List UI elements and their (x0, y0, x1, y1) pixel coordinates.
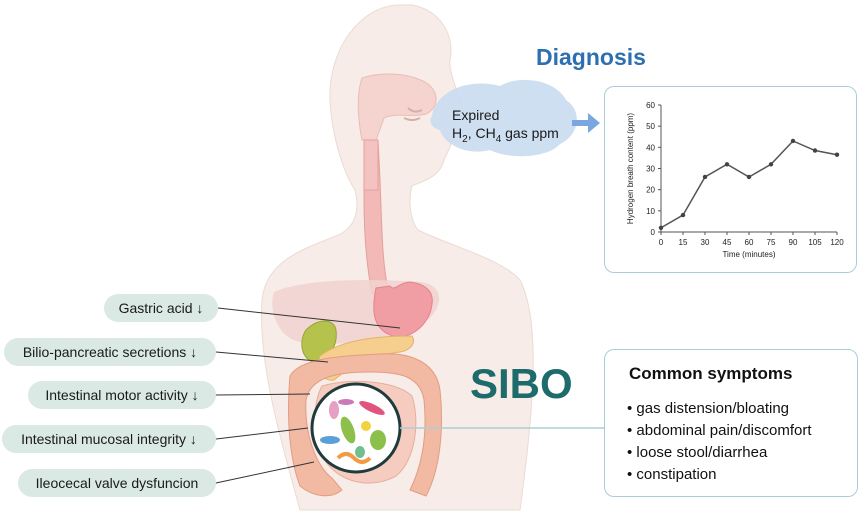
x-tick-label: 15 (679, 238, 688, 247)
y-tick-label: 10 (646, 207, 655, 216)
stomach (373, 281, 433, 338)
y-axis-label: Hydrogen breath content (ppm) (626, 113, 635, 225)
y-tick-label: 60 (646, 101, 655, 110)
data-point (812, 148, 818, 153)
x-tick-label: 105 (808, 238, 822, 247)
data-point (790, 138, 796, 144)
y-tick-label: 0 (651, 228, 656, 237)
symptom-item: • loose stool/diarrhea (627, 444, 768, 461)
arrow-right-icon (572, 113, 600, 133)
x-tick-label: 120 (830, 238, 844, 247)
y-tick-label: 20 (646, 186, 655, 195)
breath-cloud (430, 79, 577, 157)
factor-mucosal-integrity: Intestinal mucosal integrity ↓ (2, 425, 216, 453)
data-point (746, 174, 752, 180)
teeth (403, 107, 423, 121)
symptoms-title: Common symptoms (629, 364, 793, 383)
larynx (363, 139, 379, 191)
sibo-label: SIBO (470, 360, 573, 407)
series-line (660, 140, 838, 229)
factor-motor-activity: Intestinal motor activity ↓ (28, 381, 216, 409)
oral-cavity (357, 73, 437, 141)
data-point (702, 174, 708, 180)
symptoms-box: Common symptoms • gas distension/bloatin… (604, 349, 858, 497)
data-point (768, 162, 774, 167)
bacteria-group (320, 399, 386, 464)
x-axis-label: Time (minutes) (722, 250, 775, 259)
symptom-item: • abdominal pain/discomfort (627, 422, 812, 439)
symptom-item: • gas distension/bloating (627, 400, 790, 417)
breath-line1: Expired (452, 107, 500, 123)
x-tick-label: 30 (701, 238, 710, 247)
y-tick-label: 40 (646, 143, 655, 152)
x-tick-label: 75 (767, 238, 776, 247)
data-point (680, 212, 686, 218)
data-point (834, 152, 840, 157)
factor-bilio-pancreatic: Bilio-pancreatic secretions ↓ (4, 338, 216, 366)
y-tick-label: 50 (646, 122, 655, 131)
x-tick-label: 60 (745, 238, 754, 247)
y-tick-label: 30 (646, 165, 655, 174)
x-tick-label: 90 (789, 238, 798, 247)
breath-line2: H2, CH4 gas ppm (452, 125, 559, 145)
symptom-item: • constipation (627, 466, 717, 483)
diagnosis-title: Diagnosis (536, 44, 646, 70)
factor-gastric-acid: Gastric acid ↓ (104, 294, 218, 322)
large-intestine (287, 353, 442, 497)
x-tick-label: 0 (659, 238, 664, 247)
data-point (724, 162, 730, 167)
breath-label: Expired H2, CH4 gas ppm (452, 106, 559, 149)
data-point (658, 225, 664, 230)
x-tick-label: 45 (723, 238, 732, 247)
factor-ileocecal-valve: Ileocecal valve dysfuncion (18, 469, 216, 497)
